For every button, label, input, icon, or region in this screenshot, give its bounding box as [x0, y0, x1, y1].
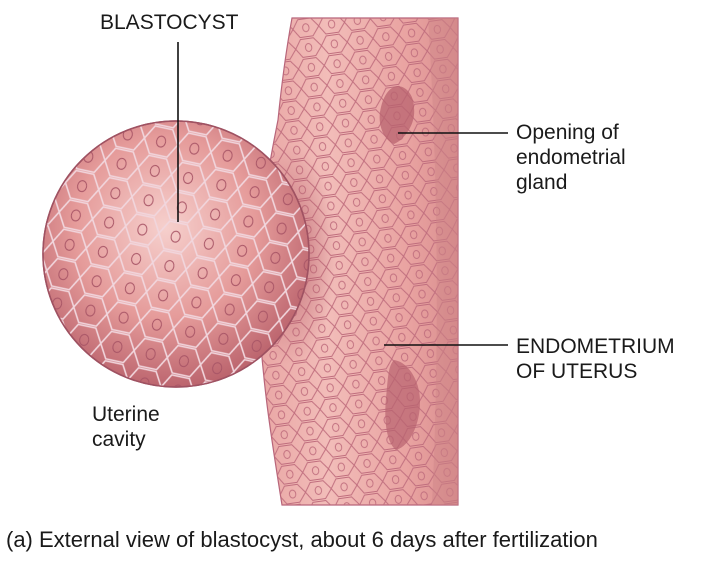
blastocyst-sphere — [42, 120, 310, 388]
label-uterine-line-1: Uterine — [92, 403, 160, 426]
label-uterine-cavity: Uterine cavity — [92, 402, 160, 452]
figure-caption: (a) External view of blastocyst, about 6… — [6, 527, 598, 552]
label-endometrium-of-uterus: ENDOMETRIUM OF UTERUS — [516, 334, 675, 384]
label-endometrium-line-2: OF UTERUS — [516, 360, 638, 383]
label-uterine-line-2: cavity — [92, 428, 146, 451]
gland-opening-lower — [385, 360, 420, 450]
label-opening-line-2: endometrial — [516, 146, 626, 169]
label-endometrium-line-1: ENDOMETRIUM — [516, 335, 675, 358]
label-blastocyst: BLASTOCYST — [100, 11, 239, 34]
gland-opening-upper — [379, 86, 415, 144]
label-opening-line-1: Opening of — [516, 121, 619, 144]
label-opening-of-endometrial-gland: Opening of endometrial gland — [516, 120, 626, 195]
label-opening-line-3: gland — [516, 171, 568, 194]
